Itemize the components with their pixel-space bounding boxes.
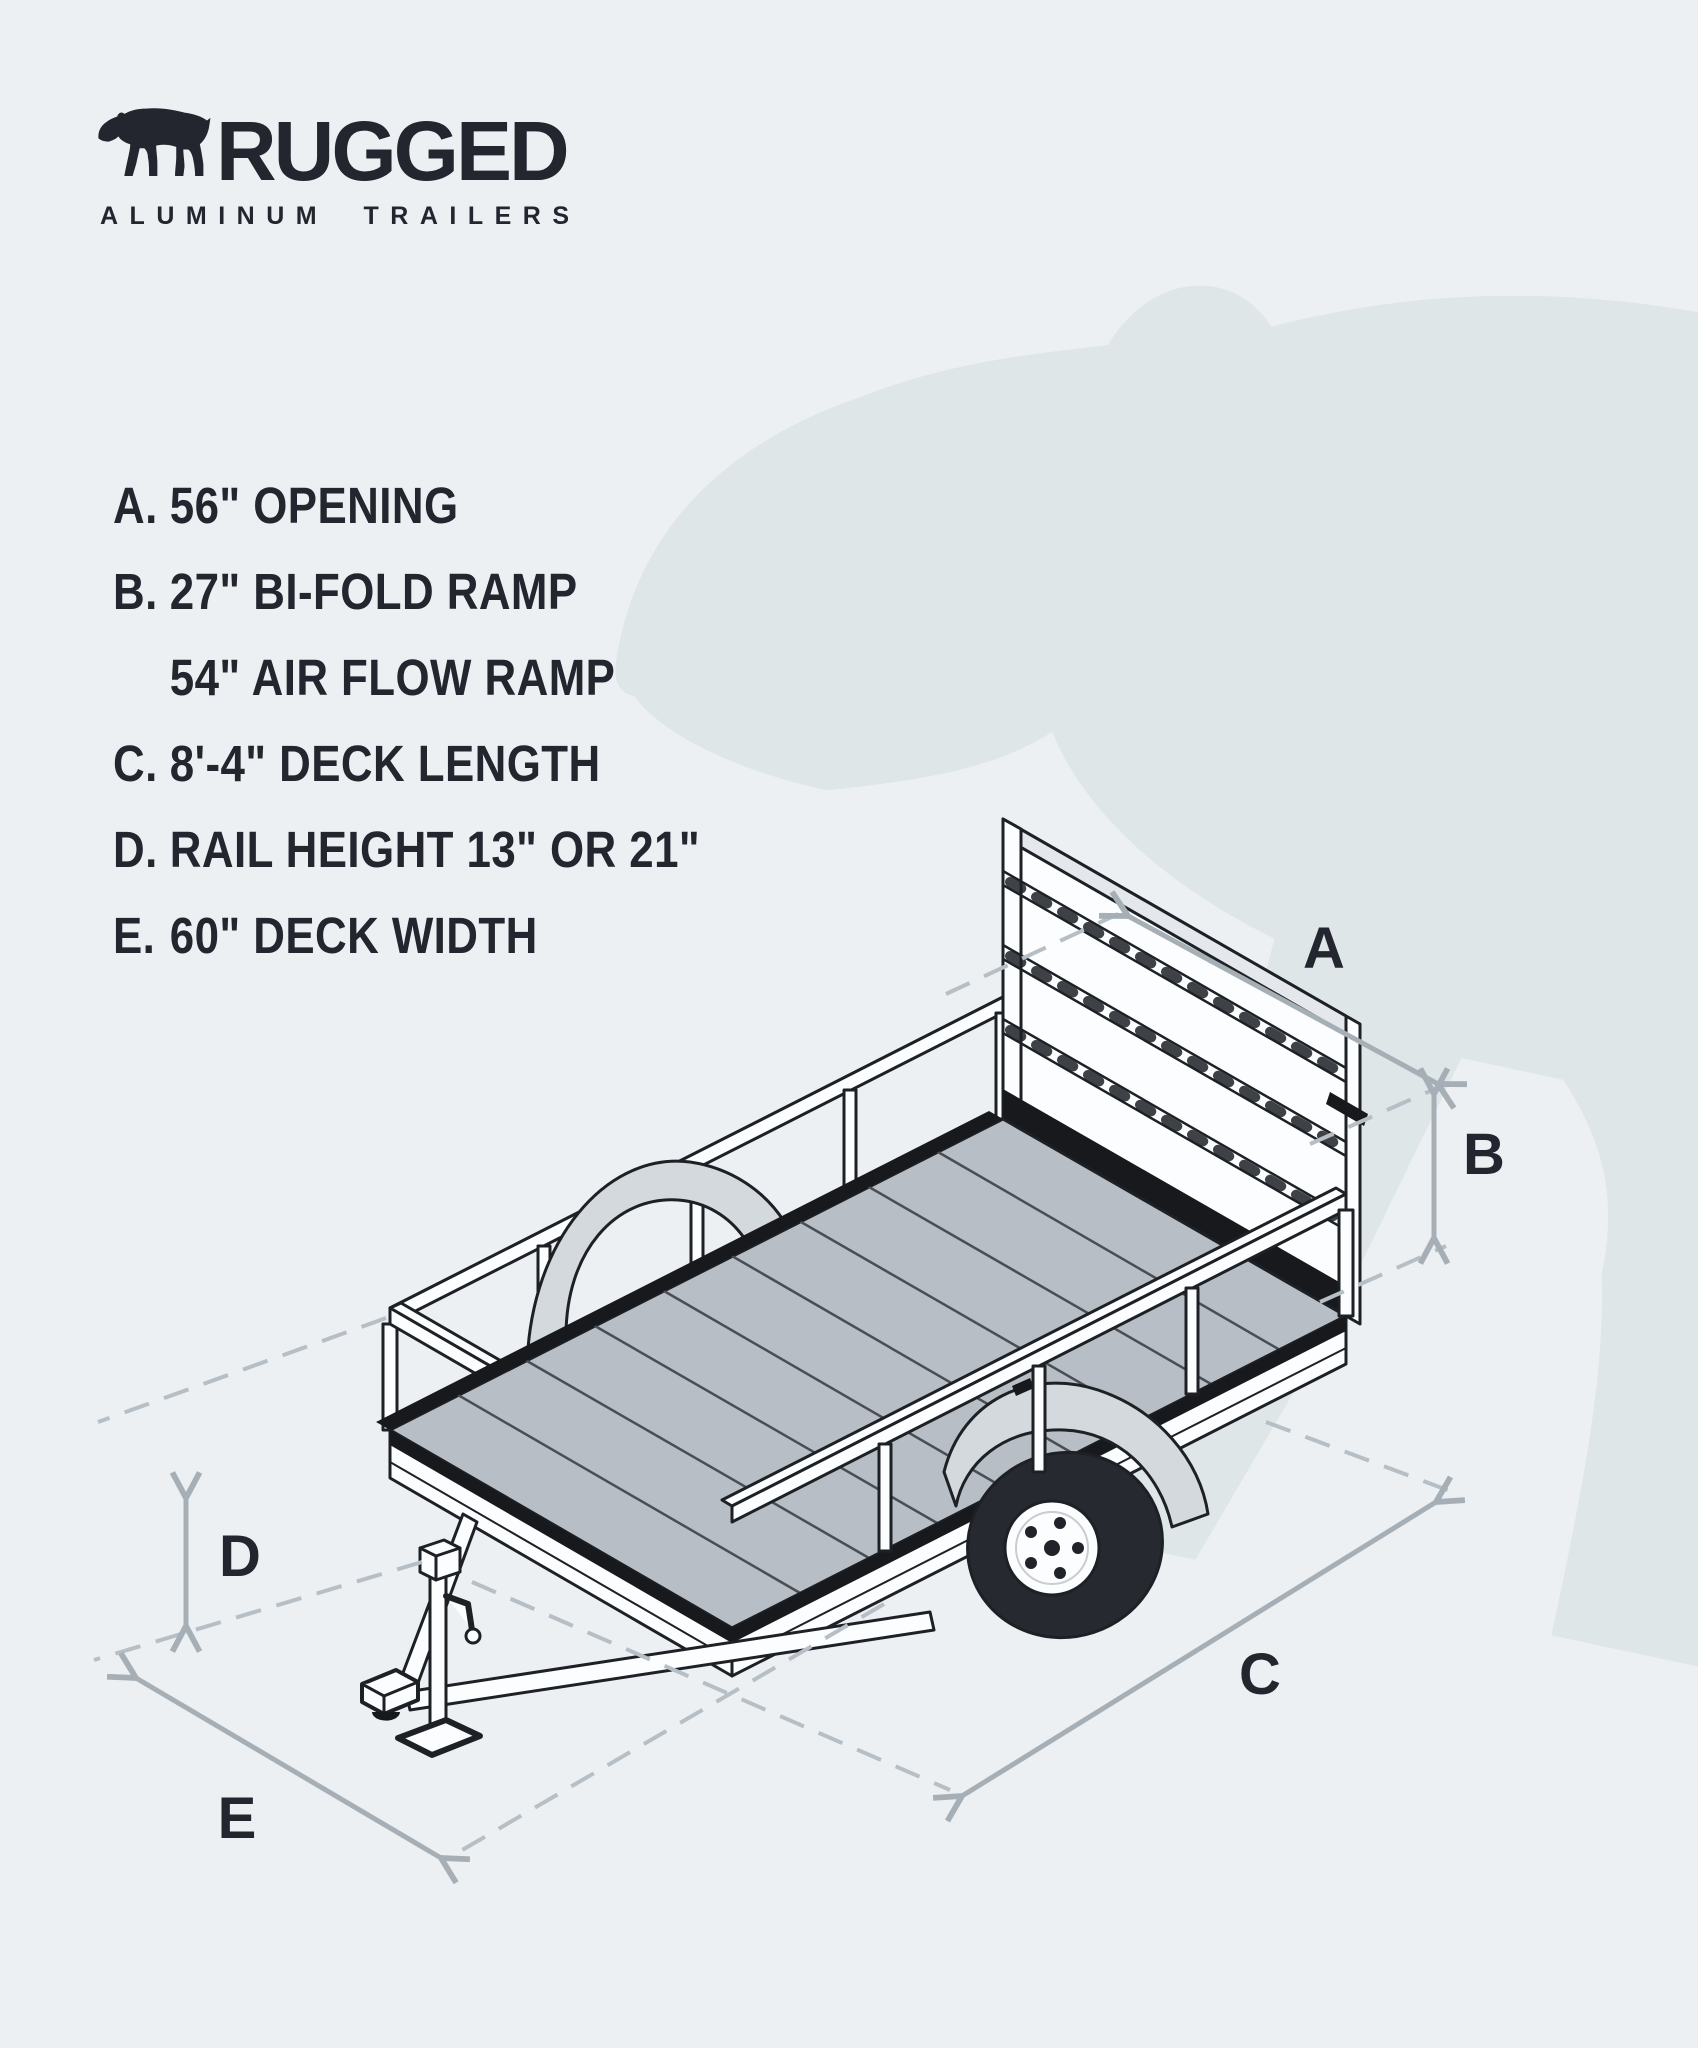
dim-label-c: C bbox=[1239, 1642, 1281, 1707]
spec-key: B. bbox=[113, 562, 158, 620]
spec-item-a: A. 56" OPENING bbox=[113, 462, 700, 548]
spec-item-b: B. 27" BI-FOLD RAMP bbox=[113, 548, 700, 634]
deck bbox=[376, 1111, 1348, 1678]
spec-text: 60" DECK WIDTH bbox=[169, 906, 538, 964]
dim-label-e: E bbox=[218, 1786, 257, 1851]
gate-bottom-band bbox=[1003, 1089, 1346, 1316]
brand-name: RUGGED bbox=[216, 104, 567, 198]
spec-key: A. bbox=[113, 476, 158, 534]
spec-item-c: C. 8'-4" DECK LENGTH bbox=[113, 720, 700, 806]
jack-crank-handle bbox=[443, 1593, 475, 1633]
dim-arrow-e bbox=[136, 1678, 441, 1858]
brand-tagline: ALUMINUM TRAILERS bbox=[100, 202, 581, 230]
spec-text: 54" AIR FLOW RAMP bbox=[169, 648, 616, 706]
tongue-jack bbox=[395, 1538, 483, 1758]
spec-item-b-line2: 54" AIR FLOW RAMP bbox=[113, 634, 700, 720]
spec-key: D. bbox=[113, 820, 158, 878]
spec-key: E. bbox=[113, 906, 156, 964]
right-side-rail bbox=[720, 1186, 1355, 1553]
dimension-arrows bbox=[136, 916, 1438, 1858]
bear-logo-icon bbox=[98, 108, 211, 176]
spec-text: 27" BI-FOLD RAMP bbox=[169, 562, 578, 620]
dim-label-d: D bbox=[219, 1524, 261, 1589]
extension-lines bbox=[93, 912, 1459, 1858]
trailer-illustration bbox=[360, 817, 1368, 1758]
coupler-socket bbox=[372, 1712, 400, 1721]
logo: RUGGED ALUMINUM TRAILERS bbox=[98, 104, 581, 230]
spec-list: A. 56" OPENING B. 27" BI-FOLD RAMP 54" A… bbox=[113, 462, 700, 978]
deck-far-trim bbox=[376, 1111, 1003, 1430]
dim-arrow-c bbox=[962, 1502, 1436, 1796]
jack-foot-plate bbox=[395, 1717, 483, 1758]
spec-item-e: E. 60" DECK WIDTH bbox=[113, 892, 700, 978]
fender-marker-light bbox=[1012, 1378, 1034, 1396]
dim-label-b: B bbox=[1463, 1122, 1505, 1187]
spec-key: C. bbox=[113, 734, 158, 792]
dim-arrow-a bbox=[1128, 916, 1438, 1084]
dim-label-a: A bbox=[1303, 916, 1345, 981]
deck-front-trim bbox=[390, 1430, 732, 1643]
spec-item-d: D. RAIL HEIGHT 13" OR 21" bbox=[113, 806, 700, 892]
spec-text: 8'-4" DECK LENGTH bbox=[169, 734, 601, 792]
spec-text: RAIL HEIGHT 13" OR 21" bbox=[169, 820, 701, 878]
spec-text: 56" OPENING bbox=[169, 476, 459, 534]
